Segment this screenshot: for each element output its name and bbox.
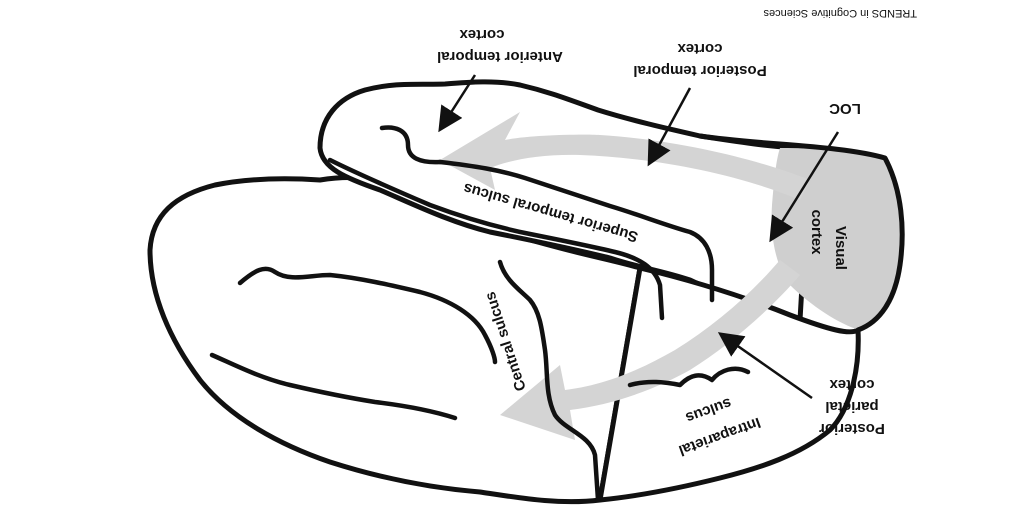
posterior-temporal-label: Posterior temporal cortex — [633, 40, 766, 79]
dorsal-stream-arrow — [500, 260, 800, 440]
posterior-parietal-pointer — [717, 332, 813, 400]
posterior-temporal-line1: Posterior temporal — [633, 62, 766, 79]
visual-cortex-line1: Visual — [832, 226, 849, 270]
visual-cortex-line2: cortex — [808, 209, 825, 255]
central-sulcus-line — [497, 259, 601, 503]
visual-cortex-label: Visual cortex — [808, 209, 849, 269]
anterior-temporal-notch — [379, 125, 443, 165]
anterior-temporal-line2: cortex — [459, 26, 505, 43]
loc-label: LOC — [829, 100, 861, 117]
superior-temporal-sulcus-line — [437, 159, 715, 303]
posterior-parietal-label: Posterior parietal cortex — [819, 376, 885, 437]
ventral-stream-arrow — [440, 112, 810, 200]
occipital-outline — [697, 133, 905, 333]
anterior-temporal-pointer — [438, 74, 477, 133]
frontal-sulcus-upper — [237, 266, 498, 365]
posterior-temporal-sulcus — [327, 157, 665, 321]
posterior-parietal-line2: parietal — [825, 398, 878, 415]
visual-cortex-region — [771, 148, 902, 330]
temporal-lobe-outline — [317, 79, 813, 323]
posterior-temporal-line2: cortex — [677, 40, 723, 57]
source-credit: TRENDS in Cognitive Sciences — [763, 7, 917, 19]
frontal-sulcus-lower — [209, 352, 458, 421]
loc-pointer — [769, 131, 840, 243]
anterior-temporal-line1: Anterior temporal — [437, 48, 563, 65]
intraparietal-sulcus-line — [627, 366, 751, 388]
posterior-parietal-line3: cortex — [829, 376, 875, 393]
anterior-temporal-label: Anterior temporal cortex — [437, 26, 563, 65]
posterior-temporal-pointer — [647, 87, 692, 167]
posterior-parietal-line1: Posterior — [819, 420, 885, 437]
